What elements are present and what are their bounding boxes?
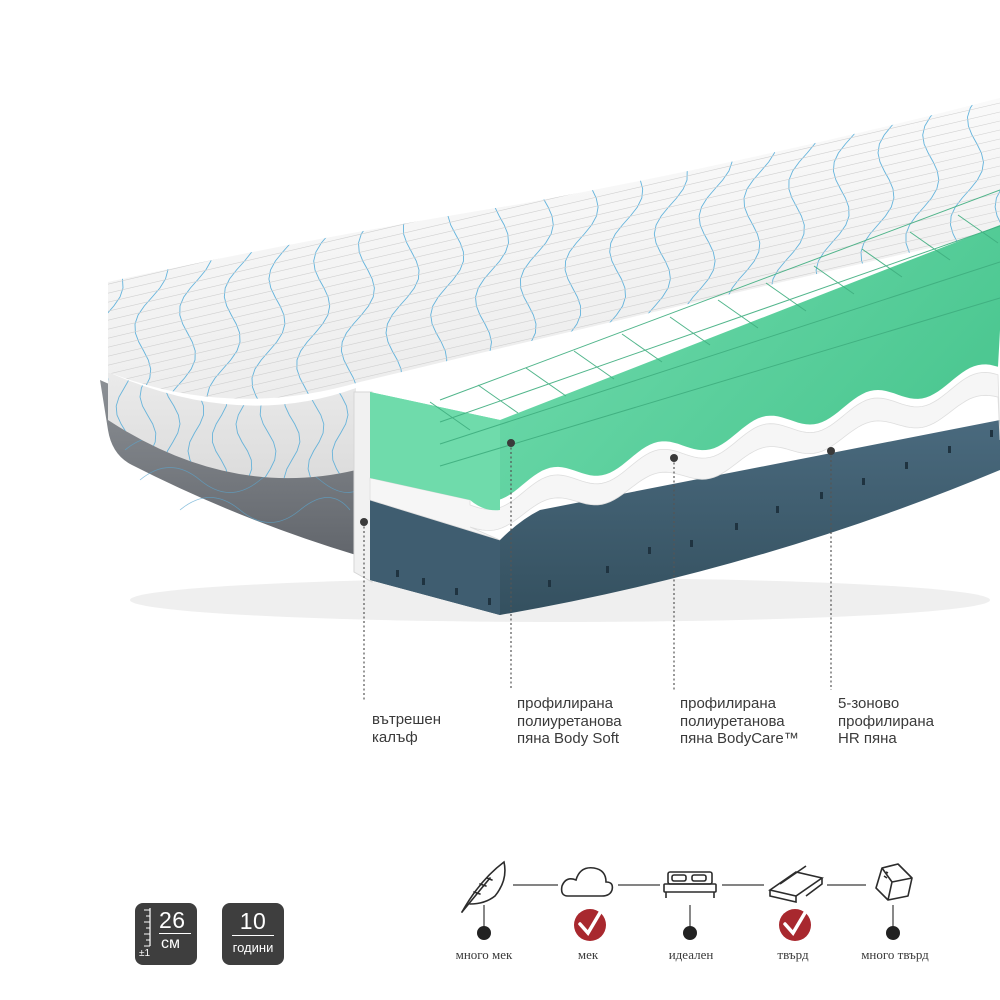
cover-front-face <box>108 282 356 479</box>
label-line: HR пяна <box>838 730 897 747</box>
stitch-line <box>108 183 1000 395</box>
grid-cut <box>525 367 567 397</box>
stitch-line <box>108 156 1000 368</box>
grid-cut <box>429 401 471 431</box>
grid-cut <box>957 214 999 244</box>
label-line: 5-зоново <box>838 695 900 712</box>
pointer-lines <box>363 443 832 700</box>
label-line: полиуретанова <box>517 712 622 730</box>
grid-cut <box>439 297 1000 467</box>
label-line: пяна BodyCare™ <box>680 730 799 747</box>
body-soft-foam-layer <box>370 225 1000 502</box>
pointer-dots <box>360 439 835 526</box>
check-firm <box>779 904 811 941</box>
stitch-line <box>108 138 1000 350</box>
grid-cut <box>477 384 519 414</box>
grid-cut <box>813 265 855 295</box>
stitch-line <box>108 129 1000 341</box>
warranty-badge: 10 години <box>222 903 284 965</box>
grid-cut <box>669 316 711 346</box>
stitch-line <box>108 102 1000 314</box>
body-soft-front <box>370 392 500 511</box>
grid-cut <box>439 189 1000 401</box>
grid-cut <box>439 225 1000 423</box>
ruler-icon <box>144 908 151 947</box>
height-badge: 26 см ±1 <box>135 903 197 965</box>
scale-label-very-soft: много мек <box>455 947 513 962</box>
stitch-line <box>108 174 1000 386</box>
warranty-value: 10 <box>239 908 267 934</box>
grid-cut <box>621 333 663 363</box>
label-line: калъф <box>372 728 418 746</box>
grid-cut <box>717 299 759 329</box>
green-grid-cuts <box>429 189 1000 467</box>
grid-cut <box>765 282 807 312</box>
check-soft <box>574 904 606 941</box>
bed-icon <box>663 871 717 898</box>
badge-divider <box>232 935 274 936</box>
label-line: пяна Body Soft <box>517 730 620 747</box>
scale-label-firm: твърд <box>777 947 809 962</box>
bodycare-foam-layer <box>369 371 1000 541</box>
height-tolerance: ±1 <box>139 948 151 959</box>
stitch-line <box>108 147 1000 359</box>
stitch-line <box>108 120 1000 332</box>
stitch-line <box>108 228 1000 399</box>
inner-cover-sheet <box>353 391 373 583</box>
grid-cut <box>439 261 1000 445</box>
label-line: вътрешен <box>372 711 442 728</box>
rock-icon <box>875 863 913 901</box>
stitch-line <box>108 111 1000 323</box>
label-line: профилирана <box>680 695 776 712</box>
grid-cut <box>861 248 903 278</box>
scale-dots <box>477 926 900 940</box>
scale-label-ideal: идеален <box>668 947 714 962</box>
label-line: профилирана <box>838 712 934 730</box>
hr-foam-front <box>370 500 500 615</box>
grid-cut <box>573 350 615 380</box>
hr-foam-block <box>370 420 1000 615</box>
warranty-unit: години <box>232 940 274 955</box>
badge-divider <box>159 933 191 934</box>
stitch-line <box>108 192 1000 399</box>
scale-label-soft: мек <box>577 947 599 962</box>
label-bodycare: профилирана полиуретанова пяна BodyCare™ <box>680 695 799 748</box>
scale-connectors <box>483 884 894 930</box>
quilt-wave <box>0 90 23 450</box>
quilt-wave <box>0 90 68 450</box>
feather-icon <box>461 860 506 913</box>
label-body-soft: профилирана полиуретанова пяна Body Soft <box>517 695 622 748</box>
boards-icon <box>768 865 824 904</box>
scale-label-very-firm: много твърд <box>861 947 929 962</box>
stitch-line <box>108 201 1000 399</box>
hr-foam-slits <box>396 430 993 605</box>
height-unit: см <box>161 935 180 952</box>
label-hr-foam: 5-зоново профилирана HR пяна <box>838 695 934 748</box>
label-inner-cover: вътрешен калъф <box>372 711 441 746</box>
quilt-wave <box>108 98 113 399</box>
height-value: 26 <box>159 907 186 933</box>
grid-cut <box>909 231 951 261</box>
stitch-line <box>108 219 1000 399</box>
label-line: профилирана <box>517 695 613 712</box>
cloud-icon <box>560 866 614 897</box>
label-line: полиуретанова <box>680 712 785 730</box>
stitch-line <box>108 165 1000 377</box>
